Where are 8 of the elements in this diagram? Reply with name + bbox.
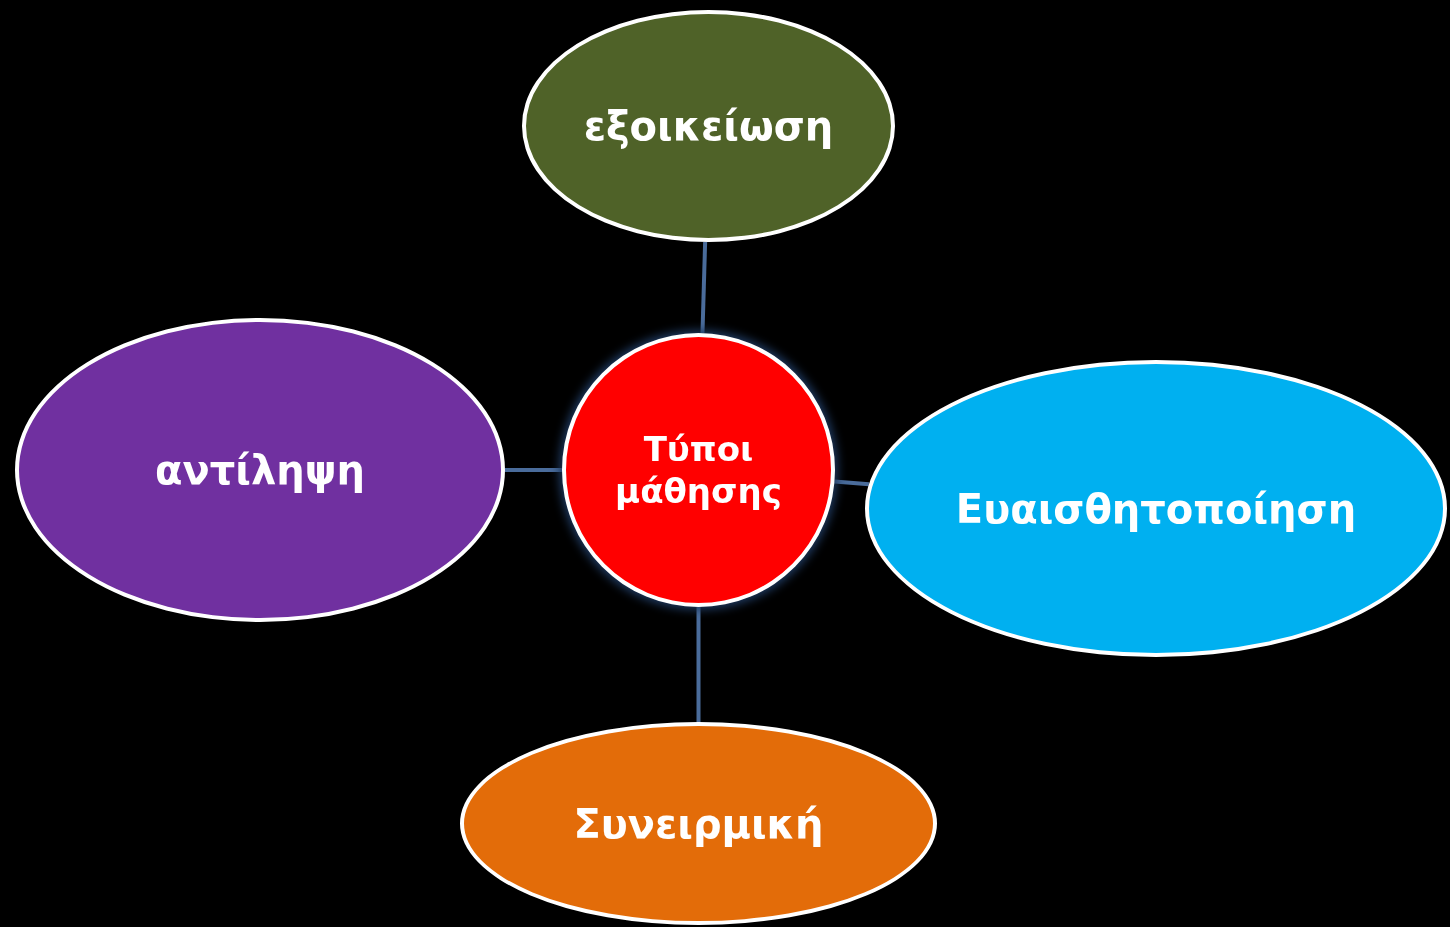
node-label: Συνειρμική — [572, 799, 825, 849]
node-label: Τύποι μάθησης — [614, 427, 783, 513]
connector-line — [700, 241, 708, 334]
connector-line — [505, 468, 562, 472]
node-label: αντίληψη — [154, 446, 366, 495]
node-label: εξοικείωση — [582, 102, 835, 151]
connector-line — [696, 607, 701, 722]
node-label: Ευαισθητοποίηση — [954, 484, 1358, 534]
